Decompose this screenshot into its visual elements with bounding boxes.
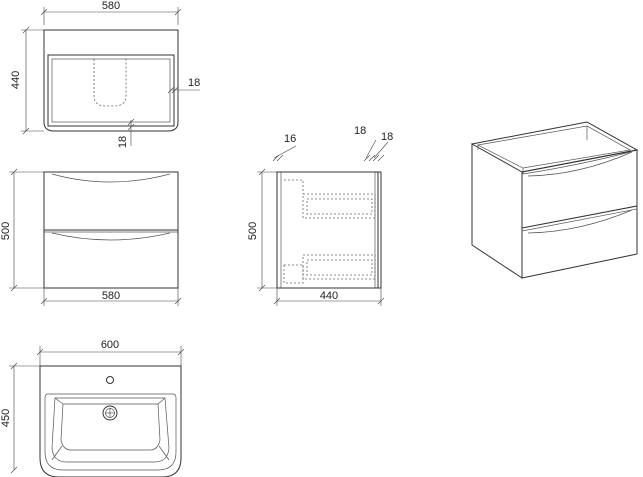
side-gap-b-label: 18 (381, 131, 393, 143)
basin-width-label: 600 (101, 339, 119, 351)
front-view: 500 580 (0, 168, 182, 306)
side-view: 16 18 18 500 440 (247, 125, 393, 306)
front-height-label: 500 (0, 222, 12, 240)
basin-view: 600 450 (0, 339, 185, 477)
isometric-view (470, 121, 639, 279)
basin-depth-label: 450 (0, 409, 12, 427)
top-width-label: 580 (102, 0, 120, 12)
top-depth-label: 440 (10, 71, 22, 89)
side-depth-label: 440 (320, 290, 338, 302)
side-gap-a-label: 18 (354, 125, 366, 137)
side-height-label: 500 (247, 222, 259, 240)
side-panel-label: 16 (284, 133, 296, 145)
top-base-label: 18 (117, 136, 129, 148)
top-wall-label: 18 (188, 77, 200, 89)
front-width-label: 580 (102, 290, 120, 302)
top-view: 580 440 18 18 (10, 0, 200, 148)
